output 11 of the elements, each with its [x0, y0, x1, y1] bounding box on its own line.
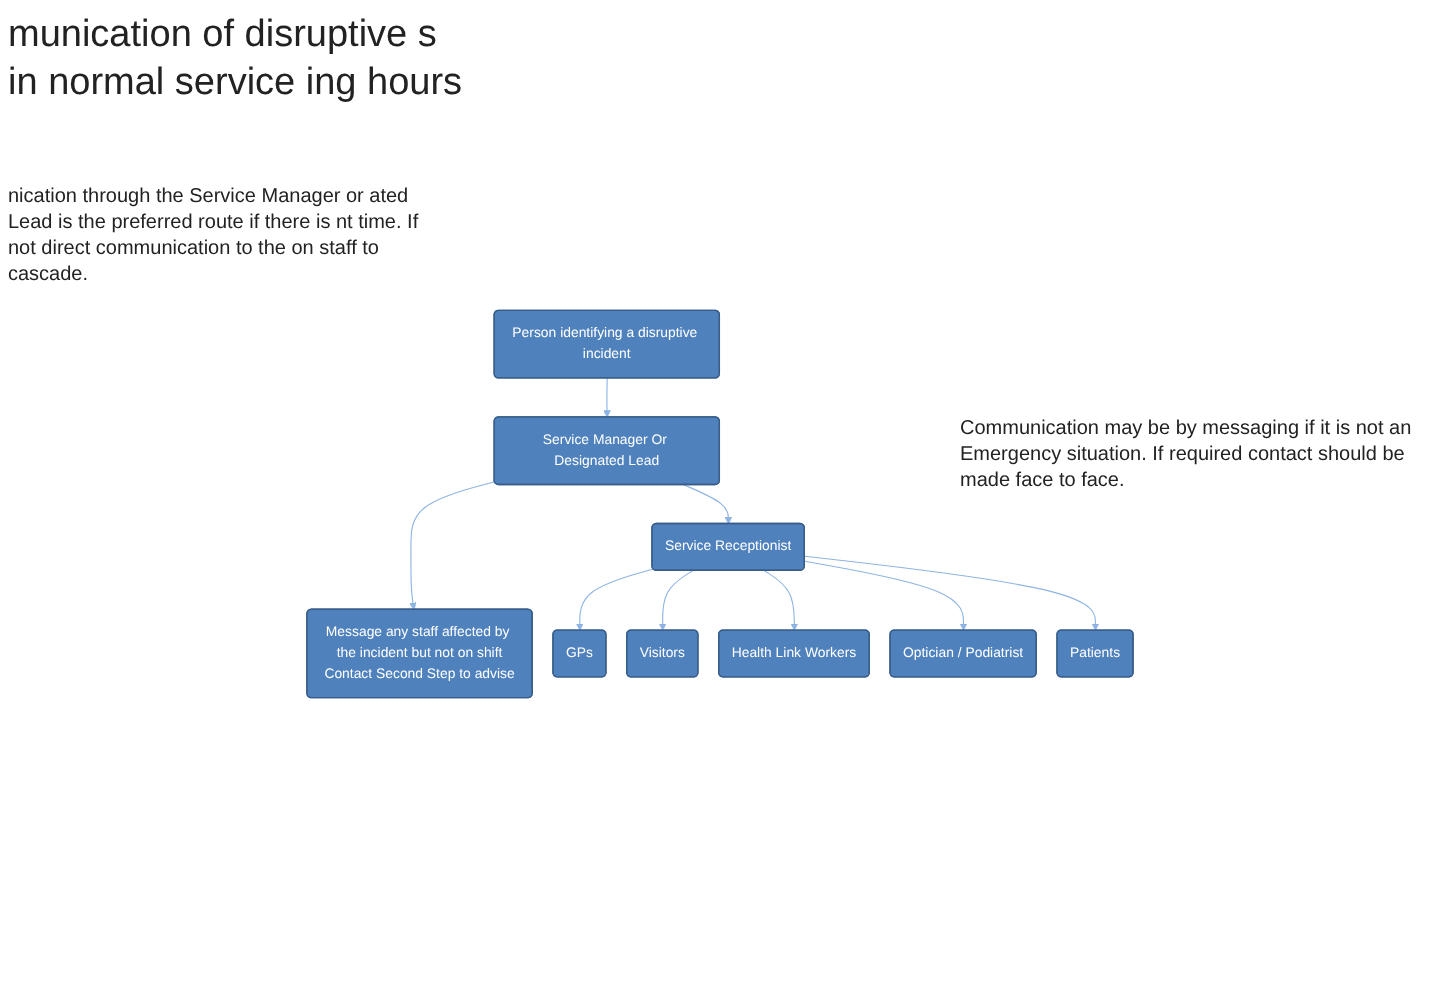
arrow	[804, 555, 1100, 631]
note: nication through the Service Manager or ated Lead is the preferred route if there is nt time. If not direct communication to the on staff to cascade.	[8, 184, 421, 288]
title: munication of disruptive s in normal service ing hours	[8, 12, 465, 108]
arrow	[763, 570, 799, 631]
arrow	[603, 377, 611, 418]
arrow	[658, 570, 694, 631]
arrow	[683, 484, 733, 525]
note: Communication may be by messaging if it is not an Emergency situation. If required contact should be made face to face.	[960, 416, 1414, 494]
arrow	[576, 568, 654, 631]
arrow	[804, 560, 968, 631]
arrow	[409, 481, 496, 611]
